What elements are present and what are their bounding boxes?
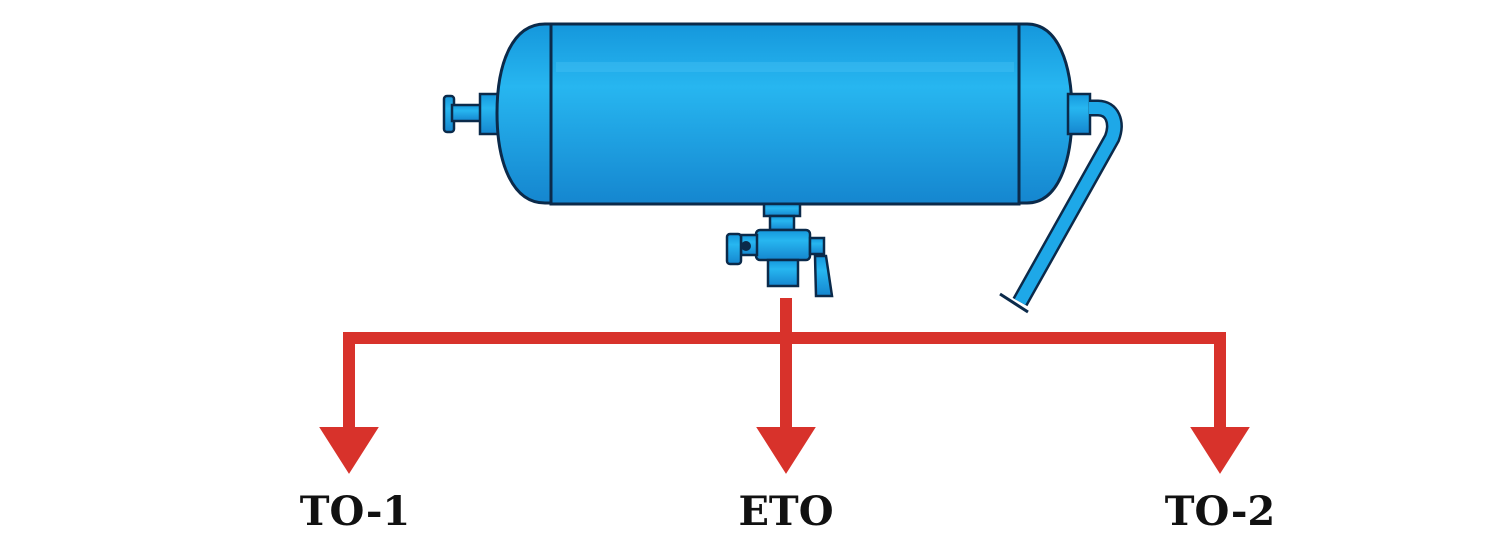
tank-left-cap	[495, 22, 553, 205]
inlet-fitting	[442, 92, 504, 136]
drain-valve-icon	[725, 202, 834, 298]
bent-outlet-pipe-icon	[999, 99, 1123, 314]
label-to-2: TO-2	[1164, 488, 1276, 535]
air-tank-icon	[442, 22, 1092, 206]
outlet-fitting	[1066, 92, 1092, 136]
arrow-left-head	[319, 427, 379, 474]
arrow-center-head	[756, 427, 816, 474]
tank-body	[549, 22, 1021, 206]
branch-arrows	[319, 298, 1250, 474]
arrow-right-head	[1190, 427, 1250, 474]
tank-right-cap	[1017, 22, 1074, 205]
label-eto: ETO	[738, 488, 834, 535]
label-to-1: TO-1	[299, 488, 411, 535]
